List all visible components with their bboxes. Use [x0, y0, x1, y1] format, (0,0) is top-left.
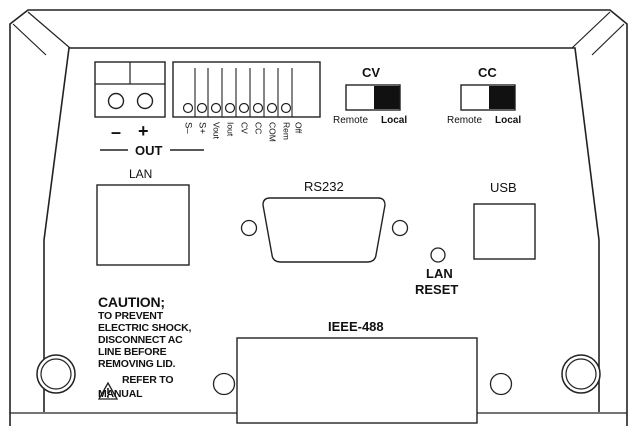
rs232-connector[interactable]: [262, 197, 386, 263]
inner-panel-outline: [43, 47, 600, 412]
lan-reset-label-line1: LAN: [426, 266, 453, 281]
rs232-screw-right: [391, 219, 409, 237]
caution-refer-line-2: MANUAL: [98, 388, 143, 400]
caution-line-2: ELECTRIC SHOCK,: [98, 322, 192, 334]
output-plus-screw[interactable]: [136, 92, 154, 110]
cv-switch-toggle[interactable]: [374, 86, 400, 109]
lan-port-label: LAN: [129, 167, 153, 181]
terminal-label-rem: Rem: [281, 122, 292, 140]
ieee-488-port[interactable]: [236, 337, 478, 424]
terminal-strip-dividers: [194, 68, 293, 117]
out-minus-label: –: [111, 122, 122, 142]
cc-local-label: Local: [495, 115, 522, 126]
terminal-label-com: COM: [267, 122, 278, 142]
cc-remote-label: Remote: [447, 115, 483, 126]
cv-switch-title: CV: [362, 65, 381, 80]
terminal-label-vout: Vout: [211, 122, 222, 140]
terminal-label-off: Off: [293, 122, 304, 134]
terminal-label-cc: CC: [253, 122, 264, 135]
terminal-label-sense-plus: S+: [196, 122, 208, 134]
lan-port[interactable]: [96, 184, 190, 266]
mount-hole-left-inner: [40, 358, 72, 390]
lan-reset-button[interactable]: [430, 247, 446, 263]
ieee-screw-right: [489, 372, 513, 396]
lan-reset-label-line2: RESET: [415, 282, 459, 297]
terminal-screw-holes[interactable]: [182, 102, 292, 114]
out-plus-label: +: [138, 121, 149, 141]
caution-line-1: TO PREVENT: [98, 310, 163, 322]
cc-switch-toggle[interactable]: [489, 86, 515, 109]
warning-exclamation-dot-icon: [107, 396, 109, 398]
caution-line-4: LINE BEFORE: [98, 346, 167, 358]
output-minus-screw[interactable]: [107, 92, 125, 110]
ieee-screw-left: [212, 372, 236, 396]
cv-local-label: Local: [381, 115, 408, 126]
bevel-left: [12, 11, 71, 56]
terminal-label-sense-minus: S–: [182, 122, 194, 134]
caution-line-3: DISCONNECT AC: [98, 334, 183, 346]
usb-port[interactable]: [473, 203, 536, 260]
terminal-label-cv: CV: [239, 122, 250, 134]
out-label: OUT: [135, 143, 163, 158]
terminal-label-iout: Iout: [225, 122, 236, 137]
caution-title: CAUTION;: [98, 294, 165, 310]
rs232-port-label: RS232: [304, 179, 344, 194]
caution-refer-line-1: REFER TO: [122, 374, 174, 386]
usb-port-label: USB: [490, 180, 517, 195]
ieee-488-port-label: IEEE-488: [328, 319, 384, 334]
cv-remote-label: Remote: [333, 115, 369, 126]
rs232-screw-left: [240, 219, 258, 237]
enclosure-outline: [9, 9, 628, 426]
mount-hole-right-inner: [565, 358, 597, 390]
bevel-right: [571, 11, 625, 56]
cc-switch-title: CC: [478, 65, 497, 80]
caution-line-5: REMOVING LID.: [98, 358, 176, 370]
